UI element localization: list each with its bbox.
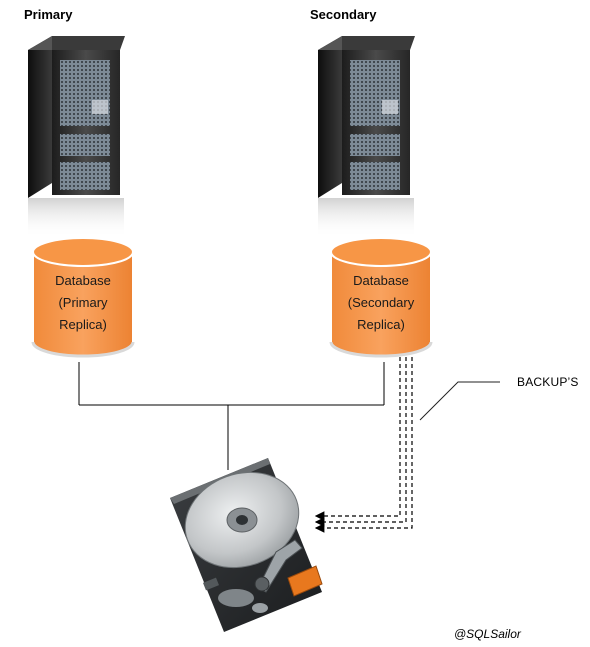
primary-server-title: Primary xyxy=(24,7,73,22)
backup-arrows xyxy=(314,357,413,533)
secondary-server-title: Secondary xyxy=(310,7,377,22)
primary-database-icon xyxy=(31,237,135,358)
backup-callout-line xyxy=(419,381,500,421)
secondary-server-icon xyxy=(318,36,415,238)
secondary-database-label: Database (Secondary Replica) xyxy=(331,270,431,336)
author-credit: @SQLSailor xyxy=(454,627,521,641)
primary-db-line-2: (Primary xyxy=(58,295,108,310)
primary-server-icon xyxy=(28,36,125,238)
secondary-database-icon xyxy=(329,237,433,358)
storage-connector-lines xyxy=(78,362,385,470)
primary-database-label: Database (Primary Replica) xyxy=(33,270,133,336)
secondary-db-line-2: (Secondary xyxy=(347,295,415,310)
primary-db-line-1: Database xyxy=(55,273,111,288)
primary-db-line-3: Replica) xyxy=(59,317,107,332)
secondary-db-line-1: Database xyxy=(353,273,409,288)
backup-label: BACKUP’S xyxy=(517,375,579,389)
hard-drive-icon xyxy=(170,458,323,632)
secondary-db-line-3: Replica) xyxy=(357,317,405,332)
